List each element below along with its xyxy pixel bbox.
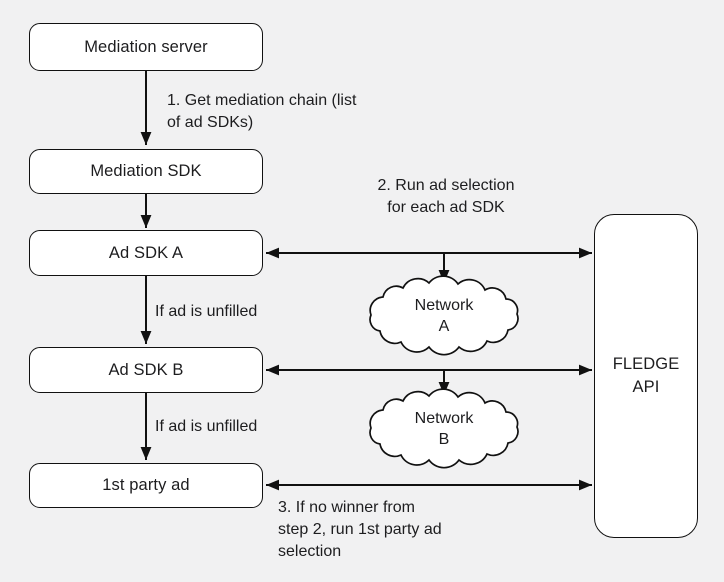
- node-fledge-api-label-line1: FLEDGE: [612, 355, 680, 373]
- node-mediation-sdk-label: Mediation SDK: [90, 162, 202, 180]
- step2-note-line2: for each ad SDK: [387, 199, 505, 216]
- network-b-label-line2: B: [438, 431, 450, 448]
- step1-note-line2: of ad SDKs): [167, 114, 254, 131]
- node-ad-sdk-b-label: Ad SDK B: [108, 360, 184, 379]
- step3-note-line1: 3. If no winner from: [278, 499, 415, 516]
- network-a-label-line1: Network: [414, 297, 474, 314]
- step3-note-line3: selection: [278, 543, 342, 560]
- network-a-label-line2: A: [438, 318, 450, 335]
- network-b-label-line1: Network: [414, 410, 474, 427]
- step1-note-line1: 1. Get mediation chain (list: [167, 92, 357, 109]
- step2-note-line1: 2. Run ad selection: [377, 177, 515, 194]
- node-fledge-api-label-line2: API: [632, 378, 660, 396]
- network-a-label: Network A: [371, 285, 517, 347]
- step2-note: 2. Run ad selection for each ad SDK: [366, 175, 526, 219]
- node-ad-sdk-a-label: Ad SDK A: [108, 243, 184, 262]
- unfilled-b-note: If ad is unfilled: [155, 418, 258, 435]
- unfilled-a-note: If ad is unfilled: [155, 303, 258, 320]
- node-mediation-server: Mediation server: [29, 23, 263, 71]
- network-a-cloud: [369, 275, 519, 356]
- step3-note-line2: step 2, run 1st party ad: [278, 521, 442, 538]
- node-ad-sdk-b: Ad SDK B: [29, 347, 263, 393]
- node-first-party-ad-label: 1st party ad: [102, 476, 190, 494]
- step3-note: 3. If no winner from step 2, run 1st par…: [278, 497, 442, 563]
- node-first-party-ad: 1st party ad: [29, 463, 263, 508]
- node-ad-sdk-a: Ad SDK A: [29, 230, 263, 276]
- node-mediation-sdk: Mediation SDK: [29, 149, 263, 194]
- step1-note: 1. Get mediation chain (list of ad SDKs): [167, 90, 356, 134]
- node-fledge-api: FLEDGE API: [594, 214, 698, 538]
- node-mediation-server-label: Mediation server: [84, 37, 208, 56]
- network-b-label: Network B: [371, 398, 517, 460]
- network-b-cloud: [369, 388, 519, 469]
